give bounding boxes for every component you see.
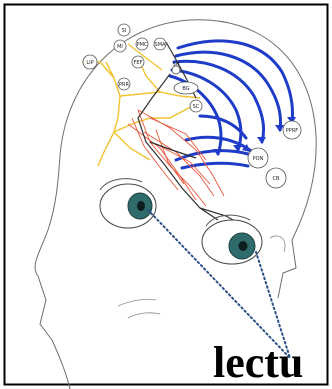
label-cb: CB (273, 176, 280, 182)
label-prr: PRR (119, 82, 129, 88)
label-bg: BG (182, 86, 189, 92)
label-fef: FEF (134, 60, 143, 66)
label-sc: SC (193, 104, 200, 110)
slide-frame (5, 5, 328, 385)
label-si: SI (122, 28, 127, 34)
label-pmc: PMC (137, 42, 148, 48)
label-sn: SN (173, 62, 180, 68)
label-sma: SMA (155, 42, 166, 48)
label-pprf: PPRF (286, 128, 299, 134)
label-pon: PON (253, 156, 264, 162)
blue-pathways (170, 41, 293, 168)
eyeball-icon (100, 179, 156, 228)
eyeball-icon (202, 215, 262, 264)
label-mi: MI (117, 44, 123, 50)
cheek-lines (118, 299, 160, 318)
caption-text: lectu (213, 341, 303, 385)
head-profile-icon (35, 20, 316, 389)
ear-contour (270, 236, 285, 252)
label-lip: LIP (86, 60, 93, 66)
